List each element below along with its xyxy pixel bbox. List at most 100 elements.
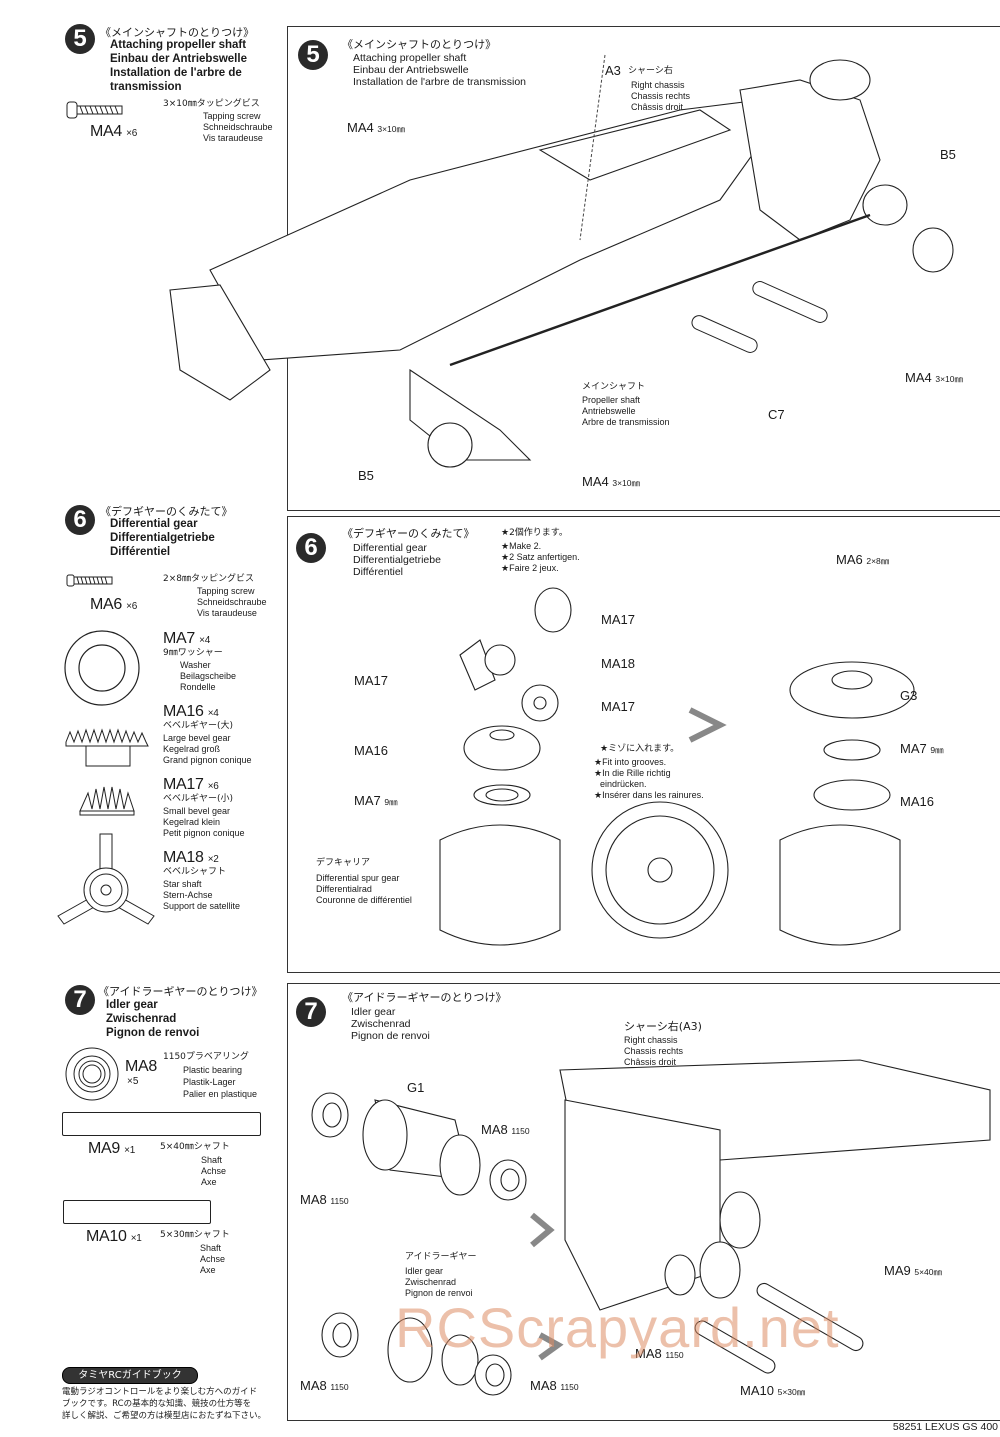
- part-name-fr: Support de satellite: [163, 901, 241, 911]
- part-name-en: Small bevel gear: [163, 806, 231, 816]
- step-title-jp: 《アイドラーギヤーのとりつけ》: [98, 985, 263, 998]
- part-name-jp: 3×10㎜タッピングビス: [163, 99, 260, 109]
- step-number-badge: 6: [296, 533, 326, 563]
- idler-fr: Pignon de renvoi: [405, 1288, 473, 1298]
- small-bevel-gear-icon: [79, 786, 135, 816]
- callout-ma4-top: MA4 3×10㎜: [347, 120, 406, 135]
- part-name-fr: Palier en plastique: [183, 1089, 258, 1099]
- part-code: MA17 ×6: [163, 776, 219, 793]
- part-name-jp: 9㎜ワッシャー: [163, 648, 223, 658]
- callout-ma7-left: MA7 9㎜: [354, 793, 398, 808]
- step-title-jp: 《デフギヤーのくみたて》: [342, 527, 475, 540]
- watermark: RCScrapyard.net: [395, 1296, 840, 1359]
- callout-ma8-left: MA8 1150: [300, 1192, 349, 1207]
- callout-ma8-bottom-right: MA8 1150: [530, 1378, 579, 1393]
- part-name-jp: 5×40㎜シャフト: [160, 1142, 230, 1152]
- note-en: ★Make 2.: [501, 541, 542, 551]
- washer-icon: [64, 630, 140, 706]
- part-name-fr: Vis taraudeuse: [203, 133, 263, 143]
- step-title-de: Zwischenrad: [106, 1013, 177, 1025]
- part-name-fr: Axe: [200, 1265, 216, 1275]
- part-code: MA10 ×1: [86, 1228, 142, 1245]
- differential-assembly-drawing: [439, 587, 915, 946]
- part-name-fr: Rondelle: [180, 682, 216, 692]
- part-name-de: Stern-Achse: [163, 890, 213, 900]
- callout-a3-de: Chassis rechts: [631, 91, 691, 101]
- callout-a3: A3: [605, 63, 621, 78]
- part-code: MA18 ×2: [163, 849, 219, 866]
- step5-panel: [287, 26, 1000, 511]
- step-title-en: Attaching propeller shaft: [353, 52, 467, 64]
- step-title-jp: 《アイドラーギヤーのとりつけ》: [342, 991, 507, 1004]
- part-code: MA9 ×1: [88, 1140, 135, 1157]
- part-code: MA4 ×6: [90, 123, 137, 140]
- groove-note-de-2: eindrücken.: [600, 779, 647, 789]
- shaft-icon: [62, 1112, 261, 1136]
- note-de: ★2 Satz anfertigen.: [501, 552, 580, 562]
- part-name-en: Washer: [180, 660, 211, 670]
- step-title-de: Differentialgetriebe: [353, 554, 441, 566]
- chassis-fr: Châssis droit: [624, 1057, 677, 1067]
- part-name-en: Tapping screw: [203, 111, 261, 121]
- part-code: MA16 ×4: [163, 703, 219, 720]
- part-name-en: Star shaft: [163, 879, 202, 889]
- groove-note-en: ★Fit into grooves.: [594, 757, 667, 767]
- callout-b5-right: B5: [940, 147, 956, 162]
- part-name-fr: Axe: [201, 1177, 217, 1187]
- part-name-en: Large bevel gear: [163, 733, 231, 743]
- chassis-de: Chassis rechts: [624, 1046, 684, 1056]
- callout-shaft-de: Antriebswelle: [582, 406, 636, 416]
- callout-ma17-a: MA17: [601, 612, 635, 627]
- idler-de: Zwischenrad: [405, 1277, 457, 1287]
- step-title-fr: Pignon de renvoi: [351, 1030, 430, 1042]
- star-shaft-icon: [57, 833, 155, 925]
- step-title-en: Differential gear: [110, 518, 198, 530]
- step-title-en: Attaching propeller shaft: [110, 39, 247, 51]
- groove-note-de: ★In die Rille richtig: [594, 768, 671, 778]
- callout-shaft-fr: Arbre de transmission: [582, 417, 670, 427]
- part-name-jp: ベベルギヤー(大): [163, 721, 234, 731]
- callout-b5-left: B5: [358, 468, 374, 483]
- note-jp: ★2個作ります。: [501, 528, 568, 538]
- guide-book-badge: タミヤRCガイドブック: [62, 1367, 198, 1384]
- step-title-en: Differential gear: [353, 542, 427, 554]
- step-title-jp: 《メインシャフトのとりつけ》: [342, 38, 497, 51]
- callout-ma17-c: MA17: [601, 699, 635, 714]
- callout-a3-jp: シャーシ右: [628, 66, 673, 76]
- carrier-de: Differentialrad: [316, 884, 372, 894]
- part-name-en: Shaft: [201, 1155, 223, 1165]
- part-name-de: Achse: [201, 1166, 227, 1176]
- part-name-jp: 2×8㎜タッピングビス: [163, 574, 254, 584]
- bearing-icon: [65, 1047, 119, 1101]
- part-name-jp: ベベルギヤー(小): [163, 794, 234, 804]
- callout-ma4-right: MA4 3×10㎜: [905, 370, 964, 385]
- chassis-assembly-drawing: [169, 54, 954, 468]
- step-title-fr: Installation de l'arbre de transmission: [353, 76, 527, 88]
- step-title-fr: Installation de l'arbre de transmission: [110, 67, 242, 93]
- idler-gear-assembly-drawing: [311, 1059, 991, 1396]
- part-name-de: Achse: [200, 1254, 226, 1264]
- step-number-badge: 5: [65, 24, 95, 54]
- callout-ma9: MA9 5×40㎜: [884, 1263, 943, 1278]
- step-title-fr: Différentiel: [353, 566, 403, 578]
- note-fr: ★Faire 2 jeux.: [501, 563, 559, 573]
- step-number-badge: 6: [65, 505, 95, 535]
- carrier-jp: デフキャリア: [316, 858, 371, 868]
- step-number-badge: 7: [65, 985, 95, 1015]
- step-title-en: Idler gear: [351, 1006, 396, 1018]
- callout-ma6: MA6 2×8㎜: [836, 552, 890, 567]
- callout-a3-fr: Châssis droit: [631, 102, 684, 112]
- step-title-fr: Différentiel: [110, 546, 171, 558]
- page-footer-label: 58251 LEXUS GS 400: [892, 1421, 998, 1433]
- callout-ma7-right: MA7 9㎜: [900, 741, 944, 756]
- part-name-fr: Grand pignon conique: [163, 755, 252, 765]
- part-name-en: Shaft: [200, 1243, 222, 1253]
- step-title-de: Differentialgetriebe: [110, 532, 215, 544]
- part-code: MA7 ×4: [163, 630, 210, 647]
- part-code: MA6 ×6: [90, 596, 137, 613]
- part-code: MA8: [125, 1058, 157, 1075]
- callout-ma8-center: MA8 1150: [635, 1346, 684, 1361]
- part-name-de: Schneidschraube: [203, 122, 273, 132]
- chassis-jp: シャーシ右(A3): [624, 1020, 702, 1033]
- groove-note-fr: ★Insérer dans les rainures.: [594, 790, 704, 800]
